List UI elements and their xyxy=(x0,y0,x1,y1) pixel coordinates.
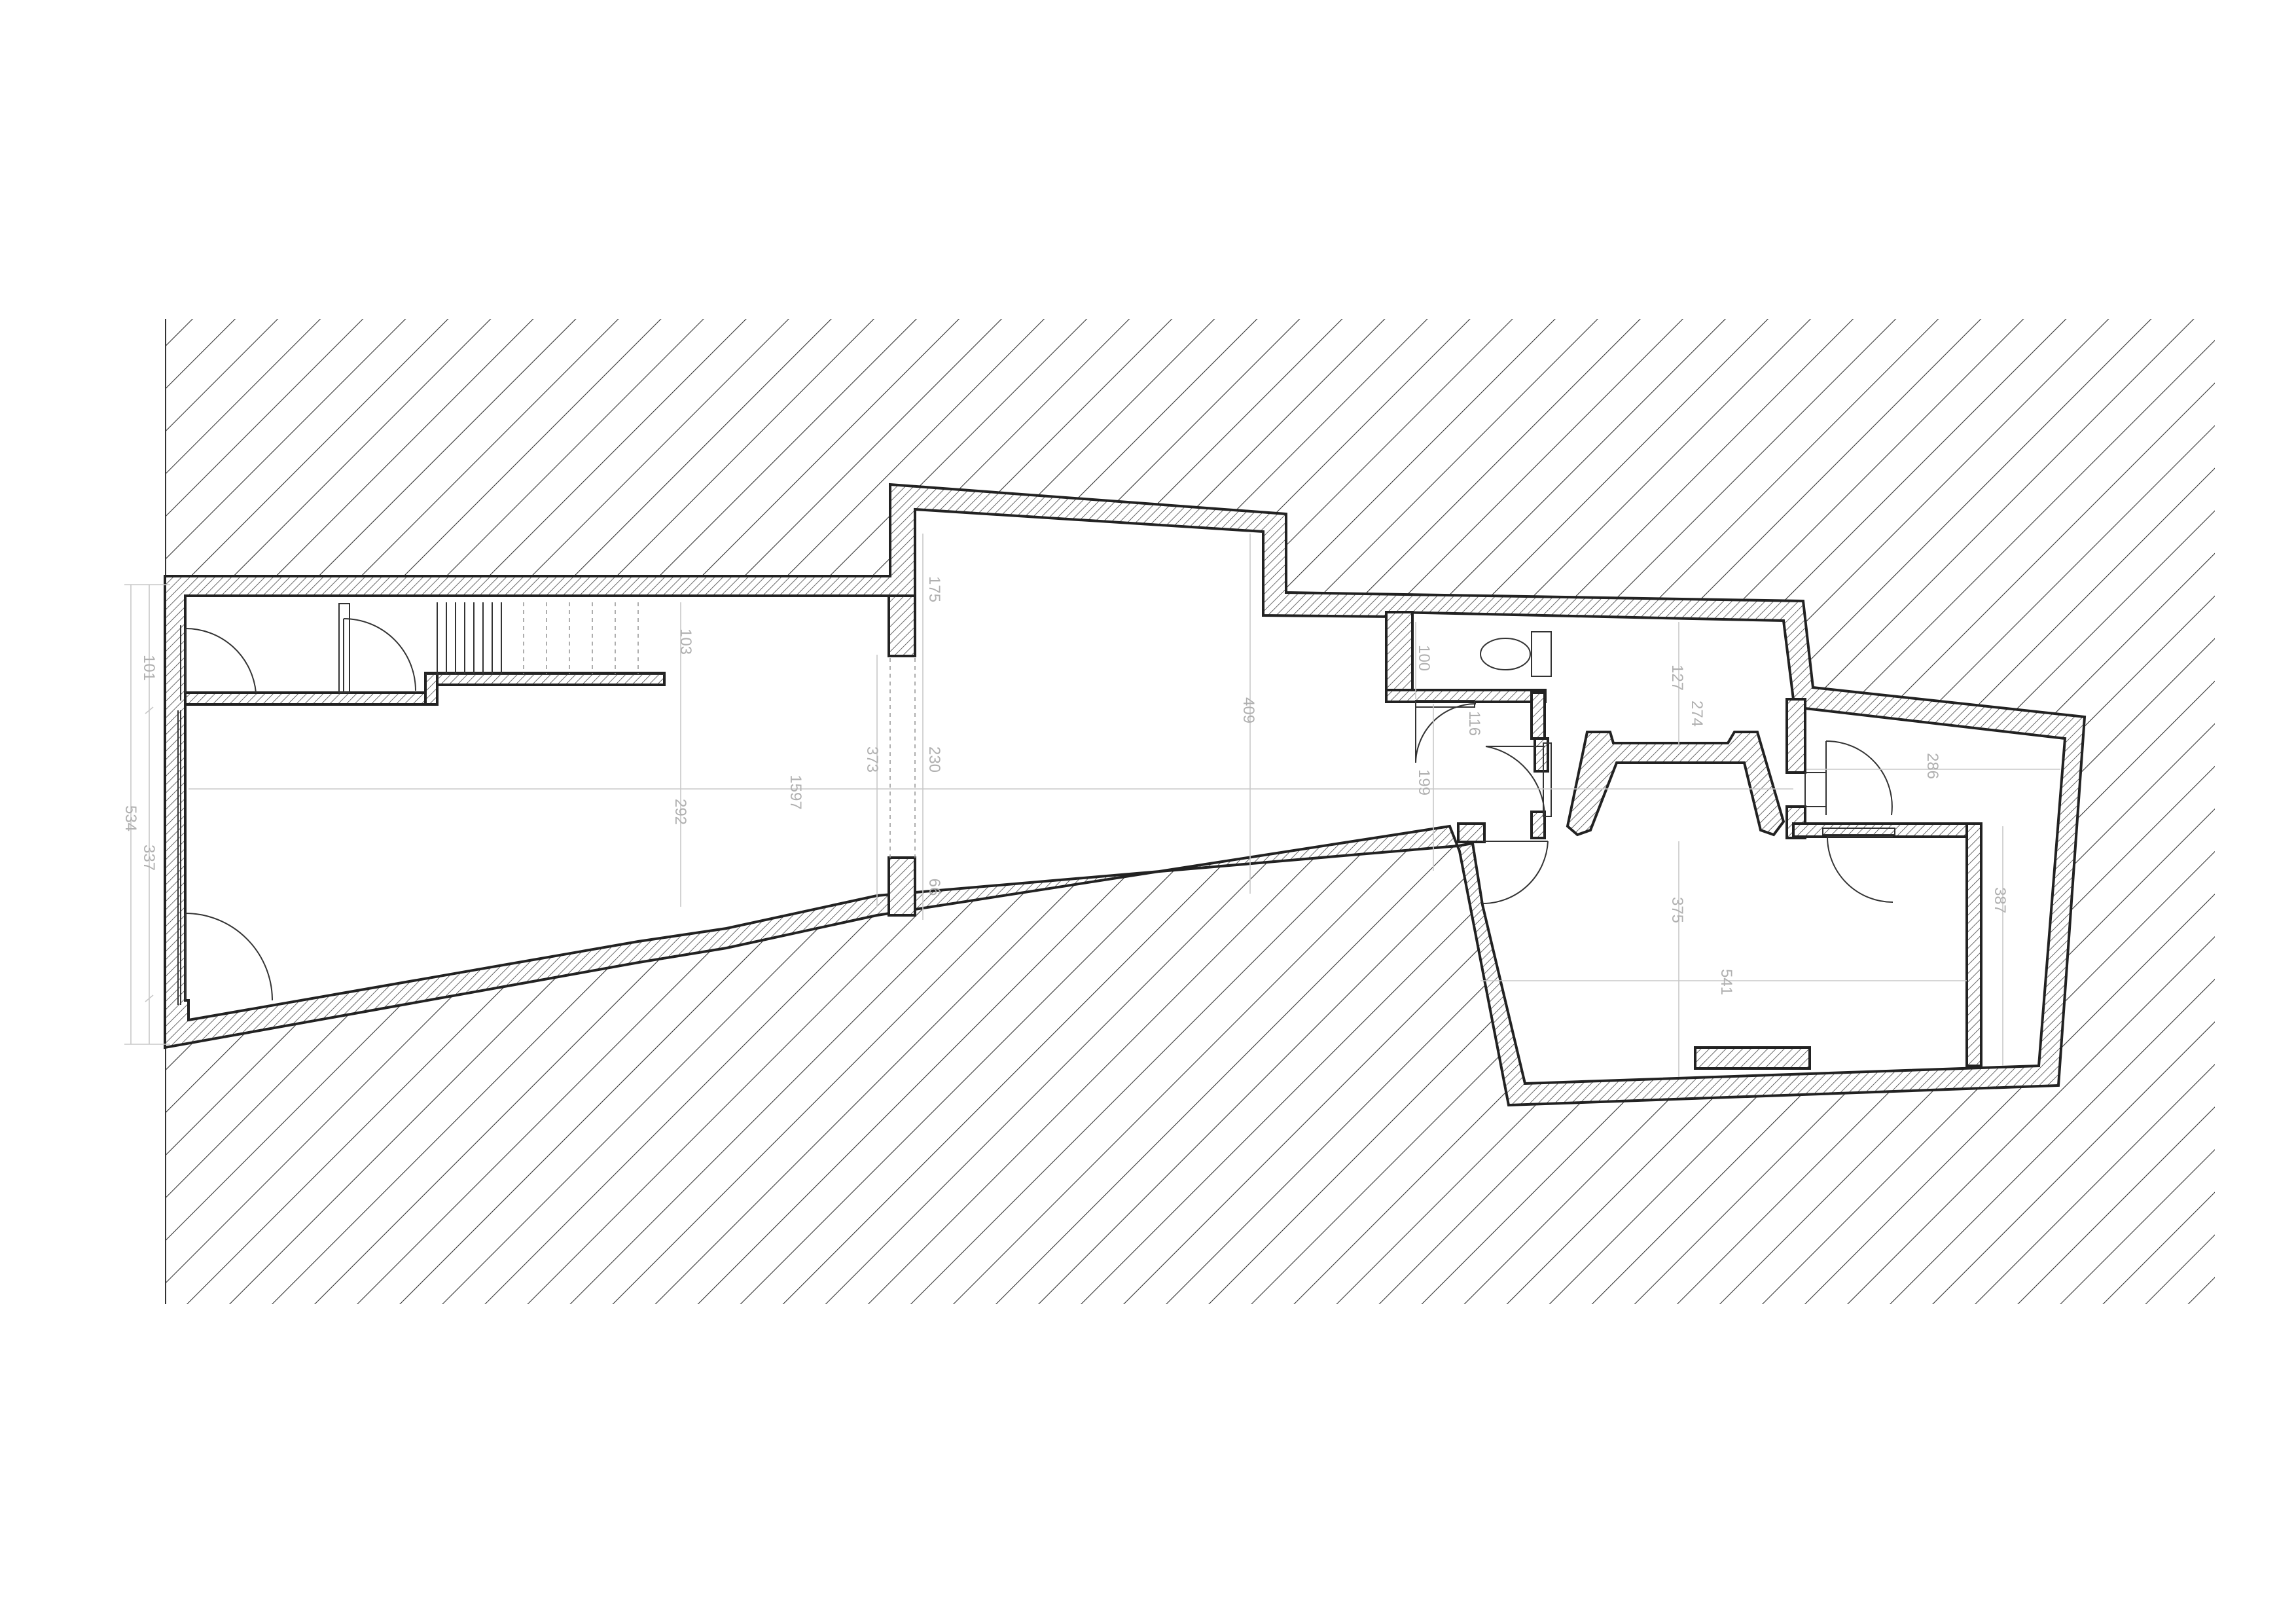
dimension-labels: 101 534 337 103 292 1597 373 230 66 175 … xyxy=(122,576,2009,995)
dim-116: 116 xyxy=(1465,711,1483,736)
stair-door xyxy=(338,603,416,693)
dim-387: 387 xyxy=(1991,887,2009,913)
dim-1597: 1597 xyxy=(787,775,804,809)
dim-534: 534 xyxy=(122,805,139,831)
doors xyxy=(177,603,1895,1005)
entrance-door-bottom xyxy=(177,710,273,1005)
entrance-door-top xyxy=(180,625,257,701)
middle-door xyxy=(1485,742,1552,817)
dim-274: 274 xyxy=(1688,701,1706,727)
dim-103: 103 xyxy=(677,629,694,655)
toilet-fixture xyxy=(1480,631,1552,677)
dim-101: 101 xyxy=(140,655,158,681)
dim-127: 127 xyxy=(1668,665,1686,691)
dim-292: 292 xyxy=(672,799,689,825)
dim-375: 375 xyxy=(1668,897,1686,923)
dim-337: 337 xyxy=(140,845,158,871)
dim-286: 286 xyxy=(1924,753,1941,779)
dim-66: 66 xyxy=(925,879,943,896)
dim-230: 230 xyxy=(925,746,943,773)
dim-199: 199 xyxy=(1415,769,1433,795)
dim-409: 409 xyxy=(1240,697,1257,723)
dimension-lines xyxy=(124,534,2060,1077)
walls xyxy=(164,483,2087,1107)
ground-hatching xyxy=(165,319,2215,1304)
dim-541: 541 xyxy=(1717,969,1735,995)
dim-100: 100 xyxy=(1415,645,1433,671)
right-door-top xyxy=(1804,740,1893,816)
dim-175: 175 xyxy=(925,576,943,602)
openings xyxy=(889,658,916,858)
dim-373: 373 xyxy=(863,746,881,773)
staircase xyxy=(425,602,664,675)
right-door-bottom xyxy=(1822,828,1895,903)
lower-door xyxy=(1482,841,1549,905)
